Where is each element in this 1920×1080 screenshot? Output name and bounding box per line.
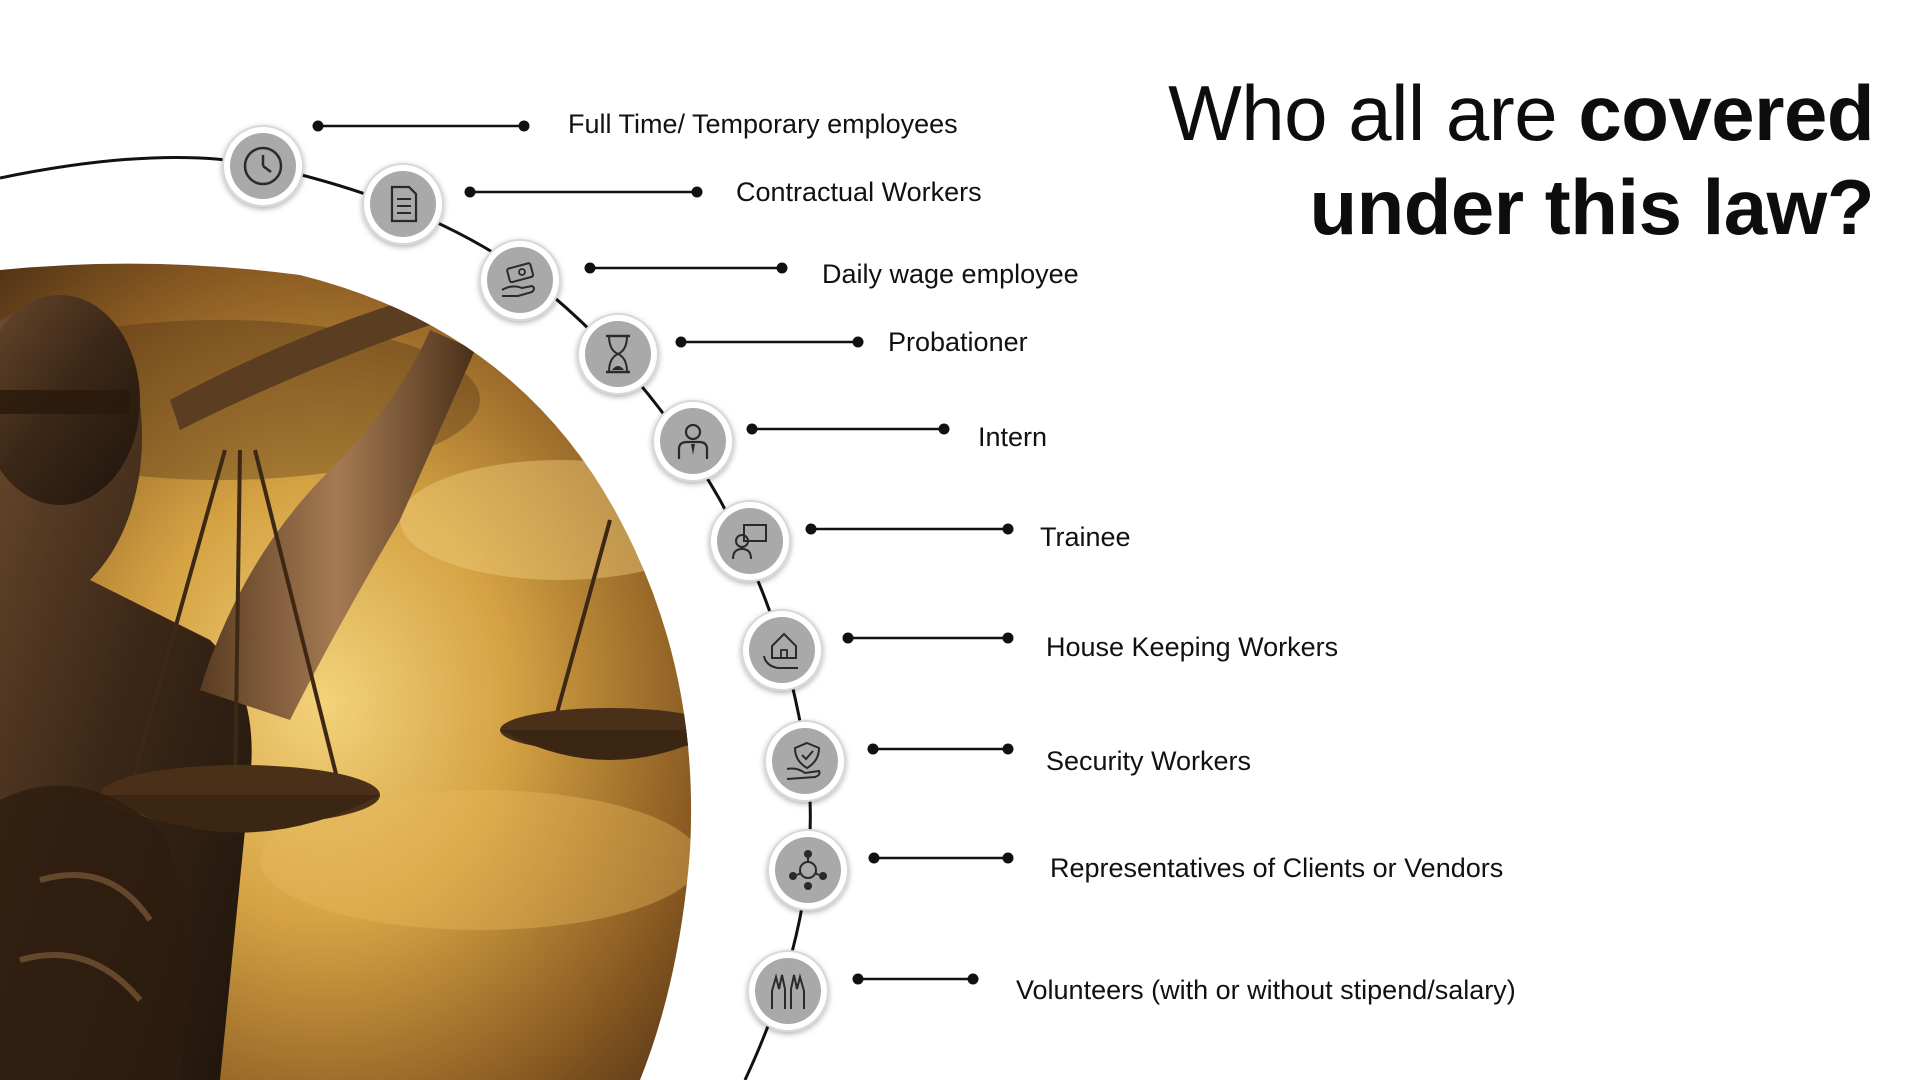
connector-dot: [776, 262, 788, 274]
list-item-label: Trainee: [1040, 522, 1131, 552]
page-title: Who all are covered under this law?: [974, 66, 1874, 254]
connector-dot: [852, 973, 864, 985]
connector-dot: [1002, 743, 1014, 755]
clock-icon: [222, 125, 304, 207]
connector-dot: [518, 120, 530, 132]
connector-dot: [464, 186, 476, 198]
list-item-label: Representatives of Clients or Vendors: [1050, 853, 1504, 883]
title-line1-bold: covered: [1578, 69, 1874, 157]
connector-dot: [584, 262, 596, 274]
list-item-label: Security Workers: [1046, 746, 1252, 776]
connector-dot: [1002, 523, 1014, 535]
list-item-label: Contractual Workers: [736, 177, 982, 207]
connector-dot: [805, 523, 817, 535]
connector-dot: [967, 973, 979, 985]
network-people-icon: [767, 829, 849, 911]
list-item-label: Full Time/ Temporary employees: [568, 109, 958, 139]
connector-dot: [842, 632, 854, 644]
list-item-label: House Keeping Workers: [1046, 632, 1339, 662]
connector-dot: [938, 423, 950, 435]
title-line1-regular: Who all are: [1168, 69, 1579, 157]
connector-dot: [675, 336, 687, 348]
list-item-label: Volunteers (with or without stipend/sala…: [1016, 975, 1516, 1005]
house-hand-icon: [741, 609, 823, 691]
cash-hand-icon: [479, 239, 561, 321]
list-item-label: Daily wage employee: [822, 259, 1079, 289]
connector-dot: [867, 743, 879, 755]
document-icon: [362, 163, 444, 245]
connector-dot: [312, 120, 324, 132]
connector-dot: [691, 186, 703, 198]
raised-hands-icon: [747, 950, 829, 1032]
list-item-label: Intern: [978, 422, 1048, 452]
person-icon: [652, 400, 734, 482]
connector-dot: [746, 423, 758, 435]
connector-dot: [852, 336, 864, 348]
connector-dot: [1002, 852, 1014, 864]
list-item-label: Probationer: [888, 327, 1028, 357]
connector-dot: [868, 852, 880, 864]
title-line2: under this law?: [1309, 163, 1874, 251]
connector-dot: [1002, 632, 1014, 644]
hourglass-icon: [577, 313, 659, 395]
shield-hand-icon: [764, 720, 846, 802]
trainee-screen-icon: [709, 500, 791, 582]
